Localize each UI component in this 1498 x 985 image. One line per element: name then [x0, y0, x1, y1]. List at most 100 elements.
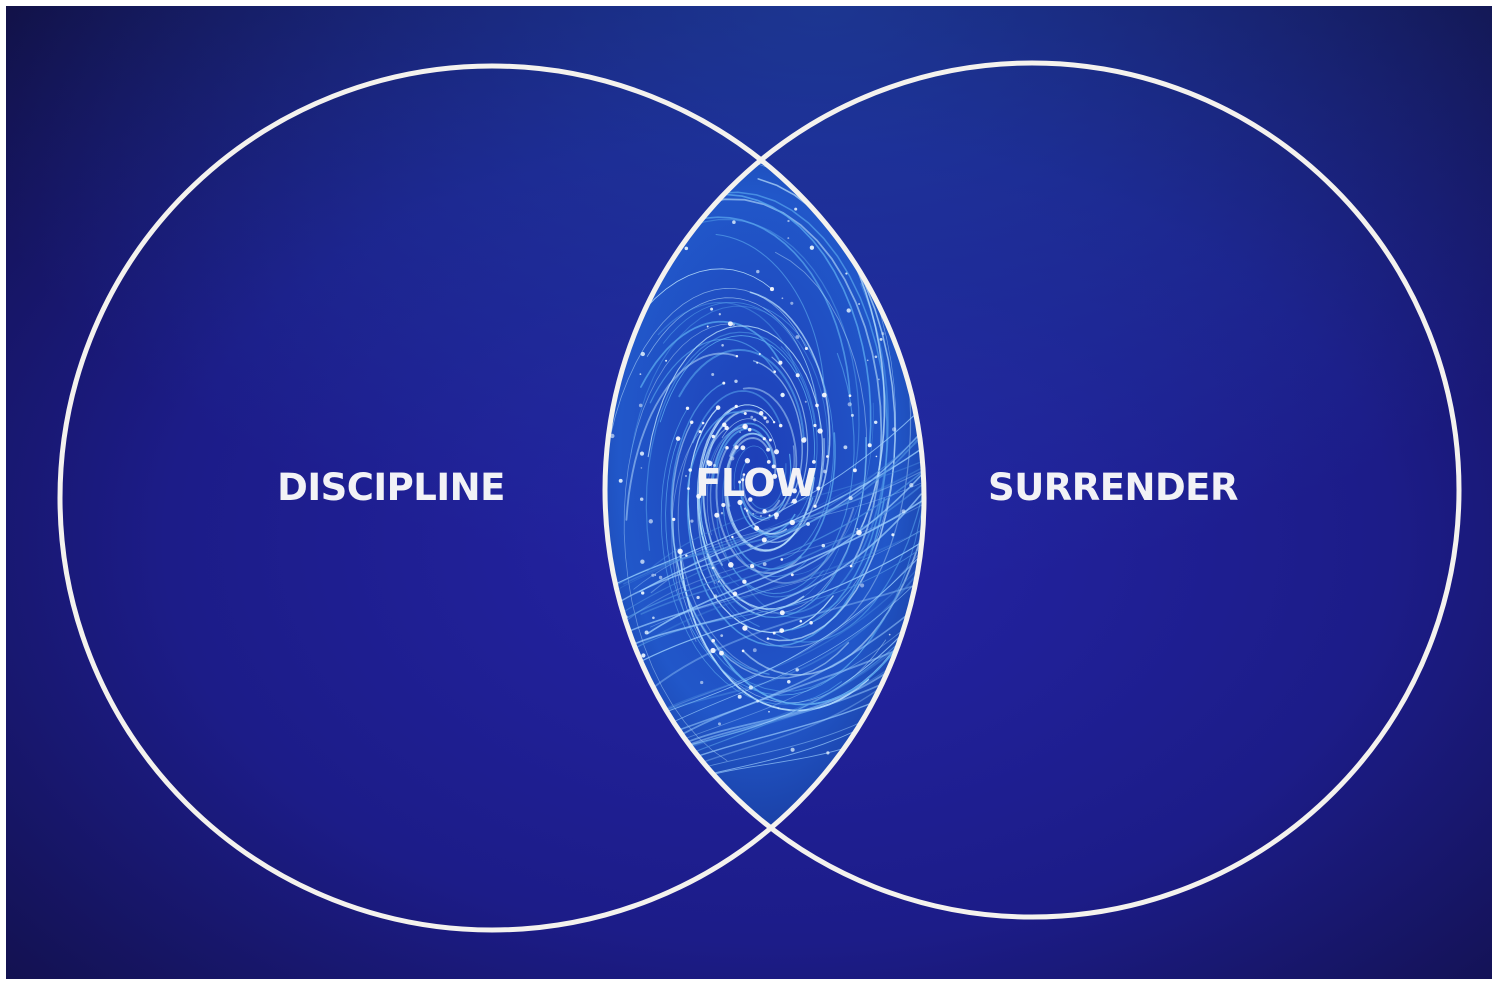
swirl-particle — [732, 220, 736, 224]
swirl-particle — [769, 438, 772, 441]
swirl-particle — [891, 533, 894, 536]
swirl-particle — [760, 515, 762, 517]
swirl-particle — [746, 509, 748, 511]
swirl-particle — [640, 452, 644, 456]
swirl-particle — [685, 247, 689, 251]
swirl-particle — [763, 416, 766, 419]
swirl-particle — [794, 208, 797, 211]
swirl-particle — [773, 632, 776, 635]
swirl-particle — [780, 558, 783, 561]
swirl-particle — [732, 323, 735, 326]
swirl-particle — [753, 418, 756, 421]
swirl-particle — [803, 437, 807, 441]
swirl-particle — [826, 751, 829, 754]
swirl-particle — [714, 513, 719, 518]
swirl-particle — [753, 648, 757, 652]
swirl-particle — [722, 382, 725, 385]
swirl-particle — [722, 423, 727, 428]
swirl-particle — [714, 594, 718, 598]
swirl-particle — [847, 308, 851, 312]
swirl-particle — [710, 308, 713, 311]
swirl-particle — [734, 445, 738, 449]
swirl-particle — [734, 380, 737, 383]
swirl-particle — [641, 352, 645, 356]
swirl-particle — [763, 562, 767, 566]
swirl-particle — [902, 509, 906, 513]
swirl-particle — [856, 528, 858, 530]
swirl-particle — [619, 479, 623, 483]
diagram-frame: DISCIPLINE FLOW SURRENDER — [6, 6, 1492, 979]
swirl-particle — [845, 273, 847, 275]
swirl-particle — [850, 565, 853, 568]
swirl-particle — [790, 520, 795, 525]
swirl-particle — [645, 631, 649, 635]
swirl-particle — [649, 519, 653, 523]
swirl-particle — [738, 695, 742, 699]
swirl-particle — [787, 220, 789, 222]
swirl-particle — [775, 516, 778, 519]
swirl-particle — [766, 448, 770, 452]
flow-label: FLOW — [695, 461, 816, 505]
swirl-particle — [823, 470, 827, 474]
swirl-particle — [744, 507, 746, 509]
swirl-particle — [690, 519, 693, 522]
swirl-particle — [699, 430, 702, 433]
swirl-particle — [688, 468, 692, 472]
swirl-particle — [652, 617, 655, 620]
swirl-particle — [742, 424, 747, 429]
swirl-particle — [756, 270, 759, 273]
swirl-particle — [813, 424, 816, 427]
swirl-particle — [750, 564, 754, 568]
swirl-particle — [770, 287, 774, 291]
swirl-particle — [700, 681, 703, 684]
swirl-particle — [875, 355, 878, 358]
swirl-particle — [735, 405, 738, 408]
swirl-particle — [719, 651, 724, 656]
swirl-particle — [768, 711, 770, 713]
swirl-particle — [858, 303, 860, 305]
swirl-particle — [815, 404, 819, 408]
swirl-particle — [676, 436, 681, 441]
swirl-particle — [817, 428, 822, 433]
swirl-particle — [728, 321, 733, 326]
swirl-particle — [880, 338, 883, 341]
swirl-particle — [779, 424, 783, 428]
swirl-particle — [686, 407, 689, 410]
swirl-particle — [766, 420, 769, 423]
swirl-particle — [687, 487, 690, 490]
swirl-particle — [878, 379, 880, 381]
swirl-particle — [749, 685, 753, 689]
swirl-particle — [651, 574, 654, 577]
swirl-particle — [707, 326, 709, 328]
swirl-particle — [805, 401, 807, 403]
swirl-particle — [778, 707, 780, 709]
swirl-particle — [733, 592, 738, 597]
discipline-label: DISCIPLINE — [277, 466, 505, 509]
swirl-particle — [640, 560, 644, 564]
swirl-particle — [763, 437, 766, 440]
swirl-particle — [721, 344, 724, 347]
swirl-particle — [712, 435, 715, 438]
swirl-particle — [826, 455, 829, 458]
swirl-particle — [881, 332, 884, 335]
swirl-particle — [721, 512, 723, 514]
swirl-particle — [816, 487, 820, 491]
swirl-particle — [759, 353, 761, 355]
swirl-particle — [718, 581, 720, 583]
swirl-particle — [742, 650, 745, 653]
swirl-particle — [754, 526, 759, 531]
swirl-particle — [780, 610, 785, 615]
swirl-particle — [728, 562, 734, 568]
swirl-particle — [762, 509, 766, 513]
swirl-particle — [711, 639, 715, 643]
swirl-particle — [800, 620, 803, 623]
swirl-particle — [685, 554, 688, 557]
swirl-particle — [641, 467, 643, 469]
swirl-particle — [731, 536, 733, 538]
swirl-particle — [848, 402, 852, 406]
swirl-particle — [710, 648, 715, 653]
swirl-particle — [780, 393, 784, 397]
swirl-particle — [677, 549, 682, 554]
swirl-particle — [851, 414, 854, 417]
swirl-particle — [685, 475, 687, 477]
